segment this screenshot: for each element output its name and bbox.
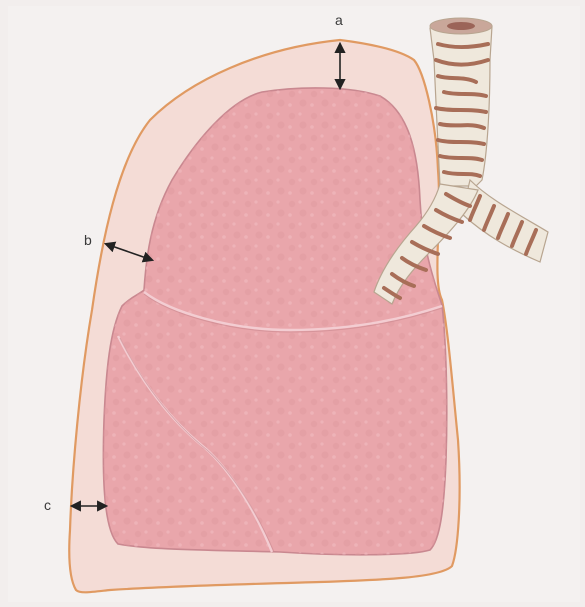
label-b: b (84, 232, 92, 248)
label-a: a (335, 12, 343, 28)
label-c: c (44, 497, 51, 513)
trachea-lumen (447, 22, 475, 30)
